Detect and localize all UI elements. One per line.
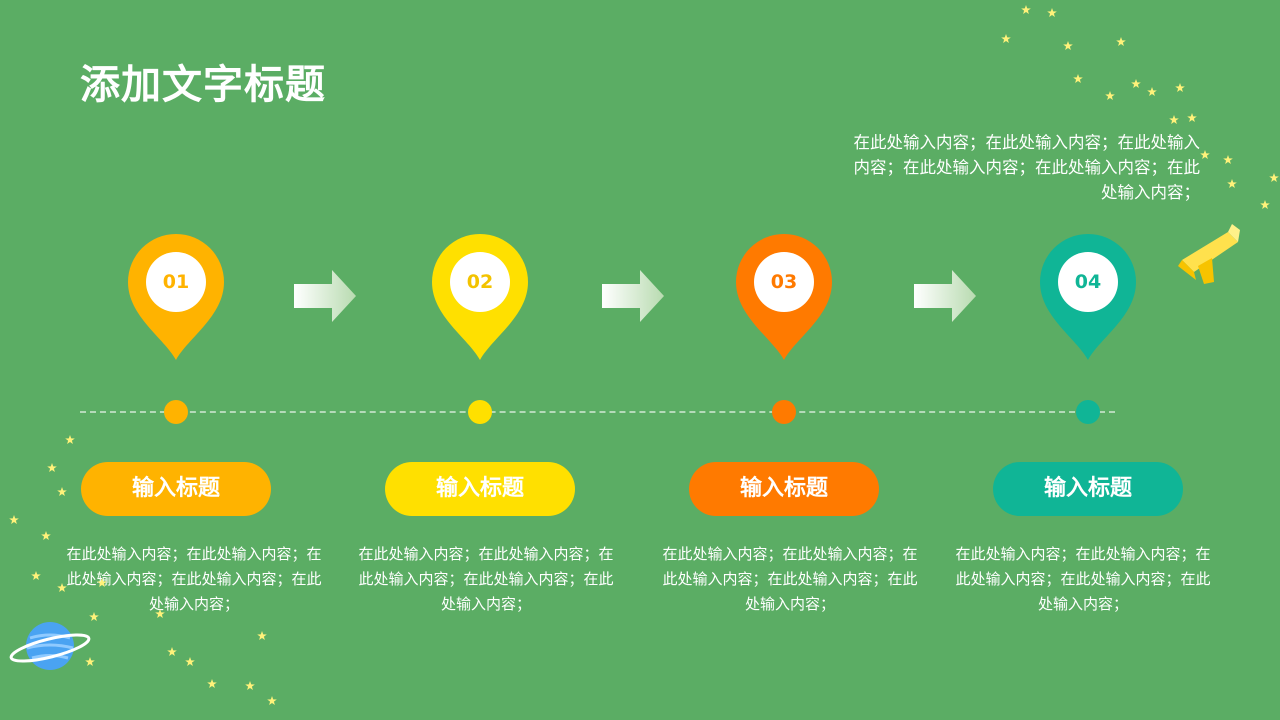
timeline-dot: [772, 400, 796, 424]
step-title-pill: 输入标题: [81, 462, 271, 516]
step-title-pill: 输入标题: [993, 462, 1183, 516]
step-title-pill: 输入标题: [385, 462, 575, 516]
arrow-right-icon: [294, 270, 356, 322]
map-pin-icon: 04: [1040, 234, 1136, 360]
pencil-icon: [1176, 220, 1242, 286]
step-description: 在此处输入内容；在此处输入内容；在此处输入内容；在此处输入内容；在此处输入内容；: [955, 545, 1211, 613]
step-number: 02: [466, 271, 494, 293]
timeline-dot: [468, 400, 492, 424]
arrow-right-icon: [914, 270, 976, 322]
timeline-dashed-line: [80, 411, 1115, 413]
map-pin-icon: 03: [736, 234, 832, 360]
timeline-dot: [164, 400, 188, 424]
timeline-dot: [1076, 400, 1100, 424]
map-pin-icon: 01: [128, 234, 224, 360]
step-description: 在此处输入内容；在此处输入内容；在此处输入内容；在此处输入内容；在此处输入内容；: [662, 545, 918, 613]
slide-title: 添加文字标题: [80, 62, 326, 108]
step-title-pill: 输入标题: [689, 462, 879, 516]
step-number: 03: [770, 271, 798, 293]
arrow-right-icon: [602, 270, 664, 322]
step-number: 01: [162, 271, 190, 293]
step-description: 在此处输入内容；在此处输入内容；在此处输入内容；在此处输入内容；在此处输入内容；: [66, 545, 322, 613]
map-pin-icon: 02: [432, 234, 528, 360]
step-description: 在此处输入内容；在此处输入内容；在此处输入内容；在此处输入内容；在此处输入内容；: [358, 545, 614, 613]
planet-icon: [8, 618, 92, 674]
top-note-text: 在此处输入内容；在此处输入内容；在此处输入内容；在此处输入内容；在此处输入内容；…: [853, 133, 1201, 202]
step-number: 04: [1074, 271, 1102, 293]
